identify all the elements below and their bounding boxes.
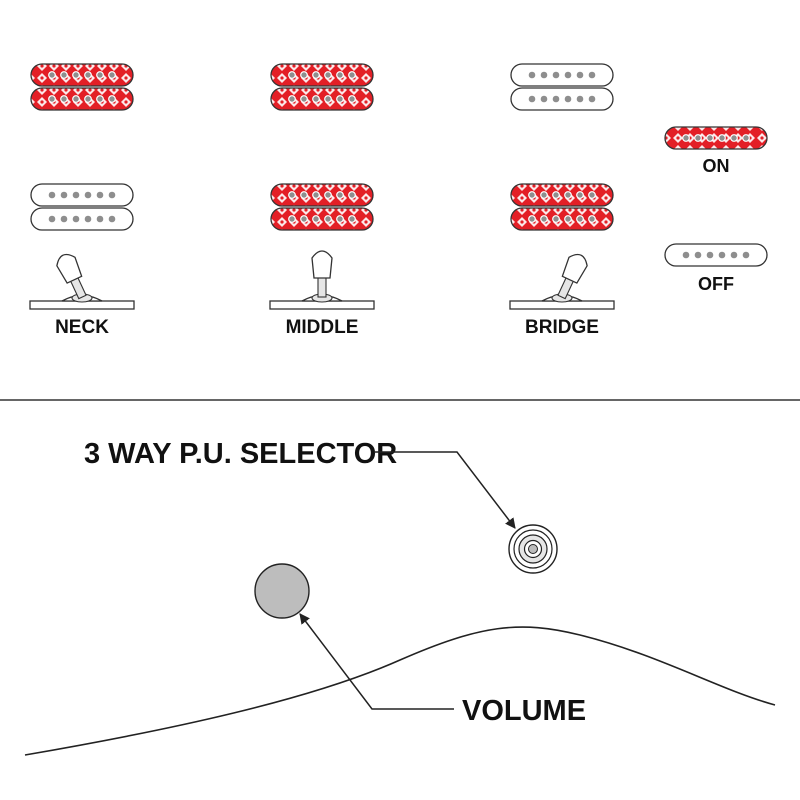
legend-on-label: ON xyxy=(703,156,730,176)
legend-off-label: OFF xyxy=(698,274,734,294)
pickup-coil-off xyxy=(664,243,768,267)
pickup-coil xyxy=(510,87,614,111)
pickup-coil-on xyxy=(664,126,768,150)
pickup-coil xyxy=(30,207,134,231)
legend: ON OFF xyxy=(664,126,768,294)
pickup-coil xyxy=(270,63,374,87)
pickup-coil xyxy=(510,207,614,231)
humbucker-top-off xyxy=(510,63,614,111)
switch-positions: NECK MIDDLE BRIDGE xyxy=(29,63,615,338)
pickup-coil xyxy=(270,183,374,207)
toggle-switch-left xyxy=(29,253,135,310)
selector-switch-top-view[interactable] xyxy=(508,524,558,574)
legend-on-pickup xyxy=(664,126,768,150)
toggle-switch-right xyxy=(509,253,615,310)
pickup-coil xyxy=(30,63,134,87)
volume-callout-arrow xyxy=(299,613,454,710)
pickup-coil xyxy=(270,207,374,231)
humbucker-top-on xyxy=(270,63,374,111)
toggle-switch-center xyxy=(269,250,375,310)
pickup-coil xyxy=(510,63,614,87)
pickup-coil xyxy=(510,183,614,207)
position-neck: NECK xyxy=(29,63,135,338)
selector-callout-label: 3 WAY P.U. SELECTOR xyxy=(84,438,397,470)
humbucker-bottom-off xyxy=(30,183,134,231)
pickup-coil xyxy=(30,183,134,207)
humbucker-bottom-on xyxy=(270,183,374,231)
pickup-coil xyxy=(270,87,374,111)
humbucker-bottom-on xyxy=(510,183,614,231)
position-label: BRIDGE xyxy=(525,317,599,338)
position-bridge: BRIDGE xyxy=(509,63,615,338)
position-middle: MIDDLE xyxy=(269,63,375,338)
pickup-coil xyxy=(30,87,134,111)
volume-knob[interactable] xyxy=(254,563,310,619)
legend-off-pickup xyxy=(664,243,768,267)
selector-callout-arrow xyxy=(374,451,516,529)
guitar-body-outline xyxy=(24,626,776,756)
humbucker-top-on xyxy=(30,63,134,111)
position-label: NECK xyxy=(55,317,109,338)
position-label: MIDDLE xyxy=(286,317,359,338)
volume-callout-label: VOLUME xyxy=(462,695,586,727)
